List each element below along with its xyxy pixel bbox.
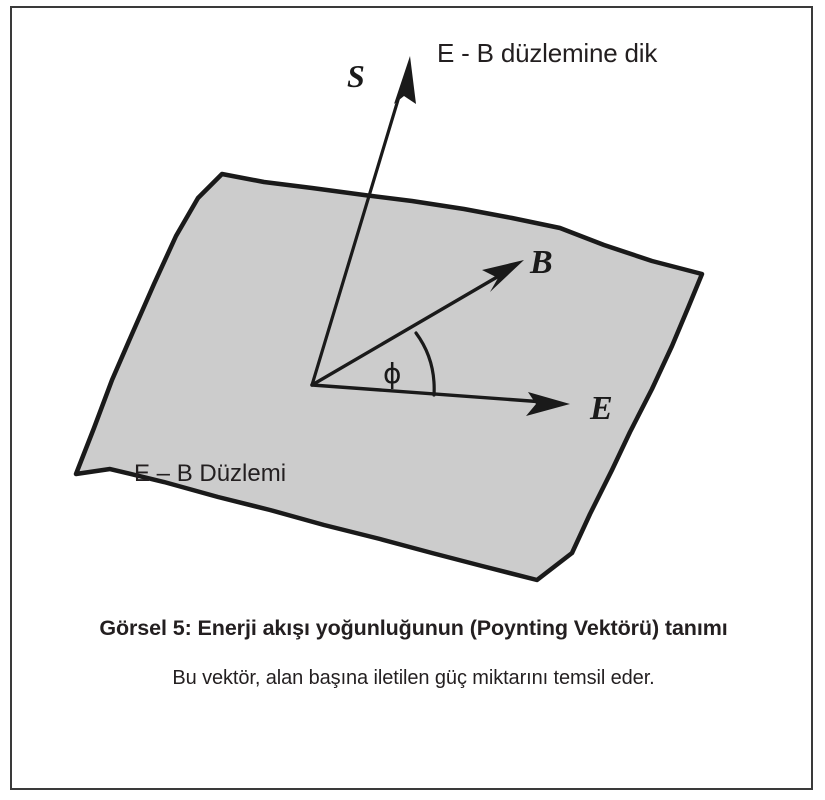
vector-e-line <box>310 383 546 404</box>
figure-frame: E - B düzlemine dik E – B Düzlemi S B E … <box>10 6 813 790</box>
poynting-vector-diagram <box>73 56 705 583</box>
angle-phi-label: ϕ <box>383 357 402 390</box>
angle-arc <box>414 331 436 397</box>
vector-b-label: B <box>530 244 553 281</box>
vector-e-arrowhead <box>526 392 570 416</box>
caption-subtitle: Bu vektör, alan başına iletilen güç mikt… <box>172 667 655 690</box>
vector-s-arrowhead <box>394 56 416 104</box>
eb-plane-label: E – B Düzlemi <box>134 460 287 487</box>
vector-s-line <box>310 78 406 387</box>
caption-block: Görsel 5: Enerji akışı yoğunluğunun (Poy… <box>12 612 815 690</box>
vector-s-label: S <box>347 58 365 94</box>
eb-plane-shape <box>73 171 705 583</box>
perpendicular-note-label: E - B düzlemine dik <box>437 38 658 68</box>
vector-b-line <box>310 271 506 387</box>
vector-e-label: E <box>590 390 613 427</box>
caption-title: Görsel 5: Enerji akışı yoğunluğunun (Poy… <box>99 616 728 640</box>
vector-b-arrowhead <box>482 260 524 292</box>
